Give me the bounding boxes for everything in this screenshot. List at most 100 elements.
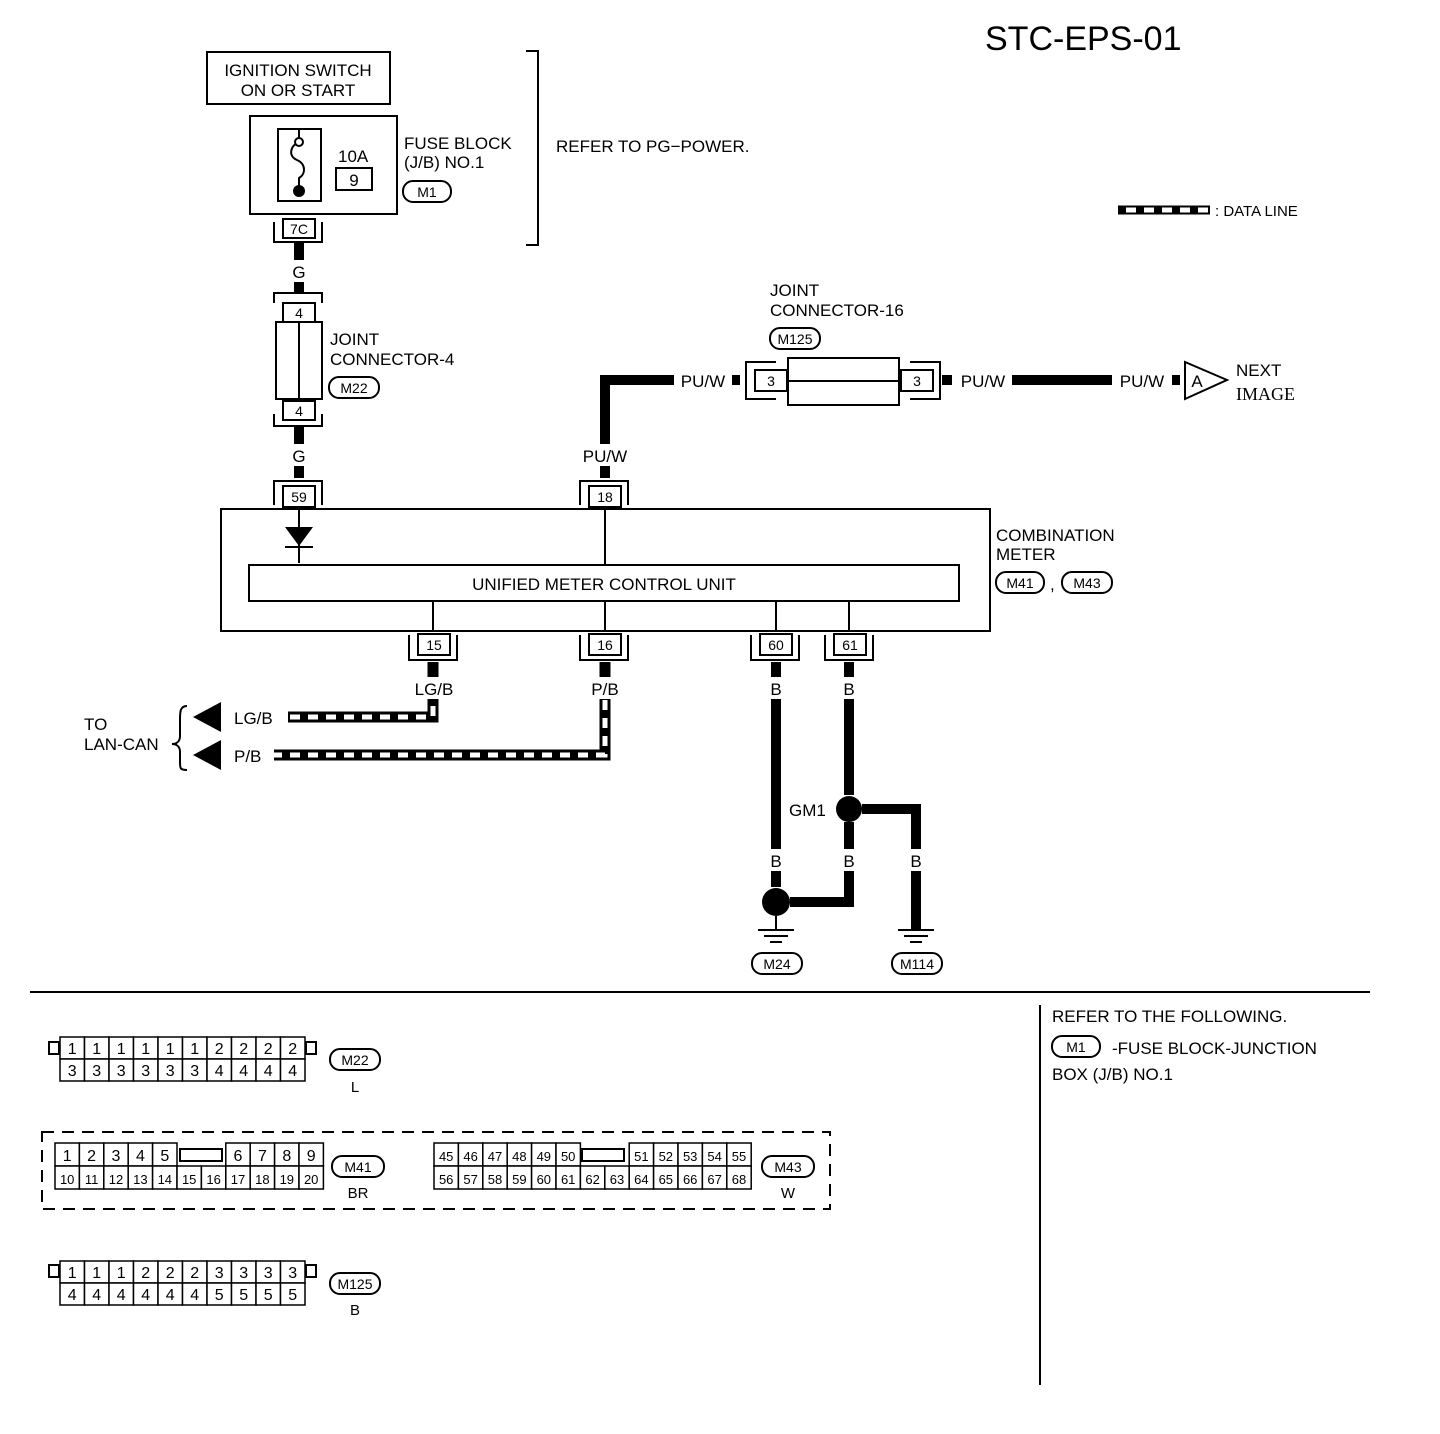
m41-pin-label: 8 xyxy=(282,1148,291,1165)
next-marker: A xyxy=(1191,372,1203,391)
m43-pin-label: 64 xyxy=(634,1172,648,1187)
wire-puw-label-4: PU/W xyxy=(1120,372,1164,391)
m43-pin-label: 57 xyxy=(463,1172,477,1187)
m125-pin-label: 4 xyxy=(117,1287,126,1304)
refer-connector: M1 xyxy=(1066,1039,1086,1055)
m43-color: W xyxy=(781,1185,796,1202)
m22-pin-label: 3 xyxy=(166,1063,175,1080)
m125-id: M125 xyxy=(337,1276,372,1292)
ignition-label-1: IGNITION SWITCH xyxy=(224,61,371,80)
m22-pin-label: 2 xyxy=(215,1041,224,1058)
next-arrow-icon xyxy=(1184,360,1230,401)
meter-connector-2: M43 xyxy=(1073,575,1100,591)
wire-b-label-1: B xyxy=(770,680,781,699)
m125-color: B xyxy=(350,1302,360,1319)
m43-pin-label: 52 xyxy=(659,1149,673,1164)
meter-pin-60: 60 xyxy=(768,637,784,653)
m41-pin-label: 10 xyxy=(60,1172,74,1187)
joint4-connector: M22 xyxy=(340,380,367,396)
meter-pin-61: 61 xyxy=(842,637,858,653)
m125-pin-label: 4 xyxy=(141,1287,150,1304)
joint16-pin-left: 3 xyxy=(767,373,775,389)
m43-pin-label: 51 xyxy=(634,1149,648,1164)
ignition-label-2: ON OR START xyxy=(241,81,356,100)
m22-pin-cell xyxy=(279,1058,306,1082)
m22-pin-label: 1 xyxy=(166,1041,175,1058)
m41-pin-label: 6 xyxy=(234,1148,243,1165)
m43-pin-label: 59 xyxy=(512,1172,526,1187)
m22-pin-label: 3 xyxy=(141,1063,150,1080)
m125-pin-label: 5 xyxy=(239,1287,248,1304)
m43-id: M43 xyxy=(774,1159,801,1175)
m41-pin-label: 7 xyxy=(258,1148,267,1165)
fuse-block-label-1: FUSE BLOCK xyxy=(404,134,512,153)
joint16-label-1: JOINT xyxy=(770,281,819,300)
m43-pin-label: 54 xyxy=(707,1149,721,1164)
m43-pin-label: 66 xyxy=(683,1172,697,1187)
m43-pin-label: 60 xyxy=(537,1172,551,1187)
power-refer: REFER TO PG−POWER. xyxy=(556,137,750,156)
m41-pin-label: 4 xyxy=(136,1148,145,1165)
m125-pin-label: 3 xyxy=(215,1265,224,1282)
m125-pin-label: 3 xyxy=(264,1265,273,1282)
joint4-label-1: JOINT xyxy=(330,330,379,349)
wire-g-label-1: G xyxy=(292,263,305,282)
meter-pin-18: 18 xyxy=(597,489,613,505)
joint16-connector: M125 xyxy=(777,331,812,347)
m125-pin-label: 1 xyxy=(117,1265,126,1282)
m41-pin-label: 2 xyxy=(87,1148,96,1165)
fuse-amp: 10A xyxy=(338,147,369,166)
wire-b-label-5: B xyxy=(910,852,921,871)
m43-pin-label: 55 xyxy=(732,1149,746,1164)
m22-pin-label: 1 xyxy=(68,1041,77,1058)
diode-icon xyxy=(285,527,313,546)
refer-heading: REFER TO THE FOLLOWING. xyxy=(1052,1007,1287,1026)
m22-pin-label: 2 xyxy=(264,1041,273,1058)
m41-pin-label: 15 xyxy=(182,1172,196,1187)
wire-puw-label-2: PU/W xyxy=(681,372,725,391)
fuse-block-box xyxy=(249,115,398,215)
wire-g-label-2: G xyxy=(292,447,305,466)
m125-pin-label: 4 xyxy=(68,1287,77,1304)
arrow-lgb-icon xyxy=(193,702,221,732)
m41-pin-label: 20 xyxy=(304,1172,318,1187)
m125-pin-label: 2 xyxy=(141,1265,150,1282)
m41-id: M41 xyxy=(344,1159,371,1175)
m43-pin-cell xyxy=(726,1165,752,1190)
diagram-title: STC-EPS-01 xyxy=(985,20,1182,58)
m43-pin-label: 50 xyxy=(561,1149,575,1164)
m22-pin-label: 2 xyxy=(288,1041,297,1058)
m125-pin-label: 2 xyxy=(190,1265,199,1282)
data-line-pb xyxy=(274,662,611,761)
m22-pin-label: 3 xyxy=(92,1063,101,1080)
m22-pin-label: 3 xyxy=(68,1063,77,1080)
m41-pin-label: 19 xyxy=(280,1172,294,1187)
m125-pin-label: 4 xyxy=(166,1287,175,1304)
m41-pin-label: 3 xyxy=(112,1148,121,1165)
m41-color: BR xyxy=(348,1185,369,1202)
joint16-label-2: CONNECTOR-16 xyxy=(770,301,904,320)
m43-pin-label: 48 xyxy=(512,1149,526,1164)
meter-pin-15: 15 xyxy=(426,637,442,653)
m22-pin-label: 4 xyxy=(264,1063,273,1080)
refer-text-1: -FUSE BLOCK-JUNCTION xyxy=(1112,1039,1317,1058)
meter-connector-sep: , xyxy=(1050,575,1055,594)
m41-pin-label: 12 xyxy=(109,1172,123,1187)
wire-puw-label-1: PU/W xyxy=(583,447,627,466)
splice-label: GM1 xyxy=(789,801,826,820)
m43-pin-label: 56 xyxy=(439,1172,453,1187)
m41-pin-label: 14 xyxy=(158,1172,172,1187)
m125-pin-label: 4 xyxy=(92,1287,101,1304)
data-line-legend: : DATA LINE xyxy=(1118,203,1298,220)
m22-pin-label: 3 xyxy=(190,1063,199,1080)
fuse-terminal: 7C xyxy=(290,221,308,237)
m22-id: M22 xyxy=(341,1052,368,1068)
m125-pin-label: 5 xyxy=(215,1287,224,1304)
m43-pin-label: 63 xyxy=(610,1172,624,1187)
wire-lgb-label-1: LG/B xyxy=(415,680,454,699)
fuse-block-connector: M1 xyxy=(417,184,437,200)
m43-pin-label: 62 xyxy=(585,1172,599,1187)
